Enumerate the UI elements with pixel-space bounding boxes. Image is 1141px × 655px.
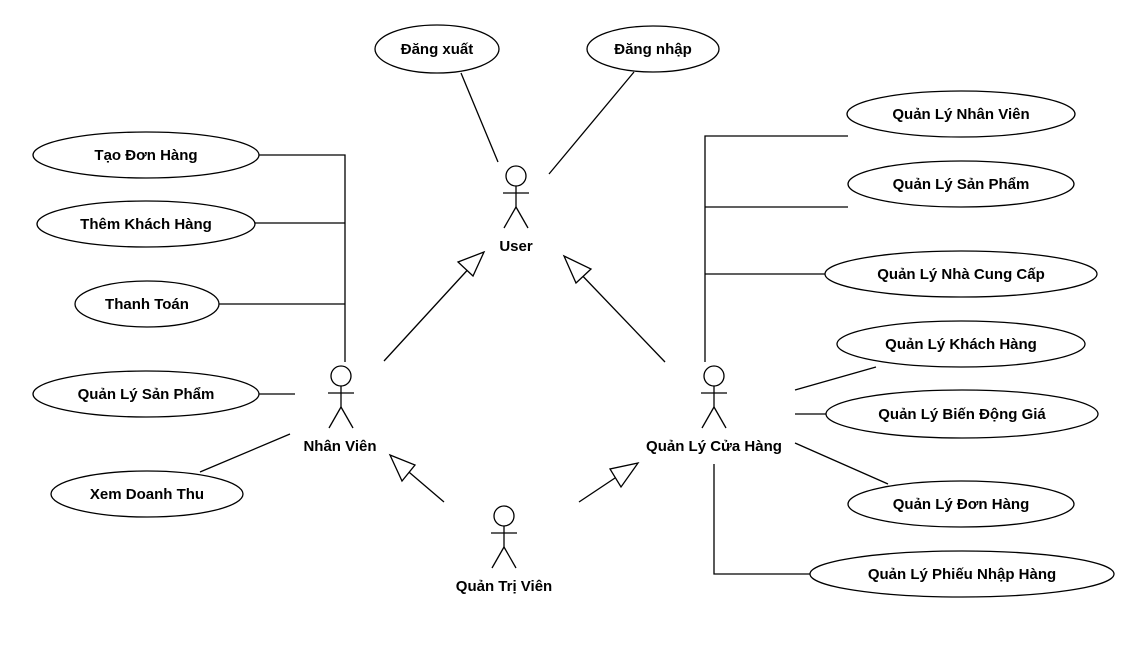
assoc-user-dang-nhap [548,71,635,175]
assoc-user-dang-xuat [460,72,499,163]
use-case-label: Xem Doanh Thu [90,486,204,503]
generalization-quan-ly-to-user [562,254,666,363]
actor-quan-tri-vien: Quản Trị Viên [456,505,552,595]
use-case-quan-ly-don-hang: Quản Lý Đơn Hàng [847,480,1075,528]
use-case-label: Tạo Đơn Hàng [94,147,197,164]
actor-quan-ly-cua-hang: Quản Lý Cửa Hàng [646,365,782,455]
generalization-quan-tri-to-quan-ly [578,462,640,503]
actor-label: Quản Trị Viên [456,578,552,595]
use-case-dang-xuat: Đăng xuất [374,24,500,74]
assoc-nv-xem-doanh-thu [199,433,291,473]
use-case-quan-ly-nha-cung-cap: Quản Lý Nhà Cung Cấp [824,250,1098,298]
generalization-quan-tri-to-nhan-vien [388,453,445,503]
use-case-xem-doanh-thu: Xem Doanh Thu [50,470,244,518]
use-case-quan-ly-khach-hang: Quản Lý Khách Hàng [836,320,1086,368]
use-case-them-khach-hang: Thêm Khách Hàng [36,200,256,248]
use-case-label: Thanh Toán [105,296,189,313]
use-case-label: Quản Lý Sản Phẩm [78,386,215,403]
assoc-ql-quan-ly-nhan-vien [704,135,848,362]
assoc-ql-quan-ly-don-hang [794,442,889,485]
actor-label: Quản Lý Cửa Hàng [646,438,782,455]
use-case-label: Đăng nhập [614,41,692,58]
generalization-arrows [383,250,666,503]
use-case-quan-ly-phieu-nhap-hang: Quản Lý Phiếu Nhập Hàng [809,550,1115,598]
assoc-nv-tao-don-hang [259,154,346,362]
use-case-label: Quản Lý Nhân Viên [892,106,1029,123]
use-case-tao-don-hang: Tạo Đơn Hàng [32,131,260,179]
assoc-ql-quan-ly-khach-hang [794,366,877,391]
use-case-label: Quản Lý Sản Phẩm [893,176,1030,193]
generalization-nhan-vien-to-user [383,250,486,362]
use-case-dang-nhap: Đăng nhập [586,25,720,73]
actor-nhan-vien: Nhân Viên [303,365,377,455]
use-case-label: Thêm Khách Hàng [80,216,212,233]
use-case-label: Đăng xuất [401,41,474,58]
use-case-nv-quan-ly-san-pham: Quản Lý Sản Phẩm [32,370,260,418]
use-case-label: Quản Lý Khách Hàng [885,336,1037,353]
use-case-label: Quản Lý Đơn Hàng [893,496,1030,513]
use-case-thanh-toan: Thanh Toán [74,280,220,328]
use-case-quan-ly-bien-dong-gia: Quản Lý Biến Động Giá [825,389,1099,439]
actor-label: User [499,238,533,255]
assoc-ql-quan-ly-phieu-nhap-hang [713,464,810,575]
use-case-label: Quản Lý Phiếu Nhập Hàng [868,566,1056,583]
use-case-label: Quản Lý Biến Động Giá [878,406,1046,423]
use-case-quan-ly-nhan-vien: Quản Lý Nhân Viên [846,90,1076,138]
use-case-ql-quan-ly-san-pham: Quản Lý Sản Phẩm [847,160,1075,208]
actor-label: Nhân Viên [303,438,376,455]
actor-user: User [499,165,533,255]
use-case-label: Quản Lý Nhà Cung Cấp [877,266,1045,283]
association-lines [199,71,889,575]
